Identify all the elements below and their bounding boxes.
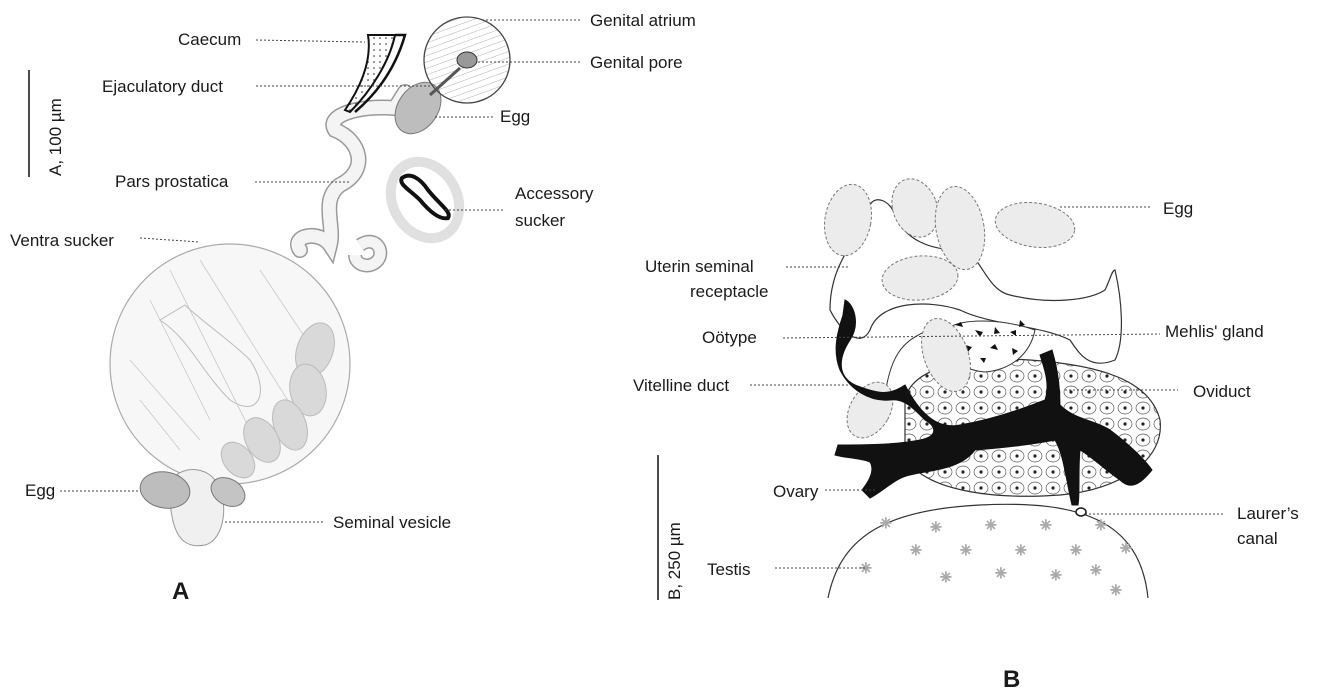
panel-label-b: B <box>1003 666 1020 694</box>
label-testis: Testis <box>707 559 750 580</box>
label-accessory-sucker-line1: Accessory <box>515 183 593 204</box>
svg-text:✳: ✳ <box>910 542 922 558</box>
accessory-sucker-shape <box>401 176 449 219</box>
svg-text:✳: ✳ <box>1050 567 1062 583</box>
svg-text:✳: ✳ <box>880 515 892 531</box>
svg-text:✳: ✳ <box>930 519 942 535</box>
testis-stars: ✳ ✳ ✳ ✳ ✳ ✳ ✳ ✳ ✳ ✳ ✳ ✳ ✳ ✳ ✳ ✳ <box>860 515 1132 598</box>
label-ventral-sucker: Ventra sucker <box>10 230 114 251</box>
panel-label-a: A <box>172 578 189 606</box>
svg-text:✳: ✳ <box>1095 517 1107 533</box>
egg-b-shape <box>992 198 1077 253</box>
label-uterine-receptacle-line2: receptacle <box>690 281 768 302</box>
label-pars-prostatica: Pars prostatica <box>115 171 228 192</box>
label-egg-b: Egg <box>1163 198 1193 219</box>
genital-pore-shape <box>457 52 477 68</box>
label-genital-atrium: Genital atrium <box>590 10 696 31</box>
svg-text:✳: ✳ <box>1110 582 1122 598</box>
svg-text:✳: ✳ <box>1040 517 1052 533</box>
label-uterine-receptacle-line1: Uterin seminal <box>645 256 754 277</box>
label-seminal-vesicle: Seminal vesicle <box>333 512 451 533</box>
svg-text:✳: ✳ <box>1120 540 1132 556</box>
label-ovary: Ovary <box>773 481 818 502</box>
svg-text:✳: ✳ <box>960 542 972 558</box>
label-laurers-canal-line2: canal <box>1237 528 1278 549</box>
svg-text:✳: ✳ <box>995 565 1007 581</box>
label-laurers-canal-line1: Laurer’s <box>1237 503 1299 524</box>
label-egg-a-right: Egg <box>500 106 530 127</box>
svg-text:✳: ✳ <box>1015 542 1027 558</box>
scale-bar-b-label: B, 250 µm <box>665 522 685 600</box>
label-oviduct: Oviduct <box>1193 381 1251 402</box>
svg-text:✳: ✳ <box>1070 542 1082 558</box>
scale-bar-a-label: A, 100 µm <box>46 98 66 176</box>
svg-text:✳: ✳ <box>985 517 997 533</box>
panel-b-drawing: ✳ ✳ ✳ ✳ ✳ ✳ ✳ ✳ ✳ ✳ ✳ ✳ ✳ ✳ ✳ ✳ <box>819 172 1160 598</box>
label-caecum: Caecum <box>178 29 241 50</box>
label-ootype: Oötype <box>702 327 757 348</box>
label-accessory-sucker-line2: sucker <box>515 210 565 231</box>
label-mehlis-gland: Mehlis' gland <box>1165 321 1264 342</box>
svg-text:✳: ✳ <box>860 560 872 576</box>
label-vitelline-duct: Vitelline duct <box>633 375 729 396</box>
label-egg-a-left: Egg <box>25 480 55 501</box>
label-ejaculatory-duct: Ejaculatory duct <box>102 76 223 97</box>
svg-text:✳: ✳ <box>1090 562 1102 578</box>
label-genital-pore: Genital pore <box>590 52 683 73</box>
svg-text:✳: ✳ <box>940 569 952 585</box>
